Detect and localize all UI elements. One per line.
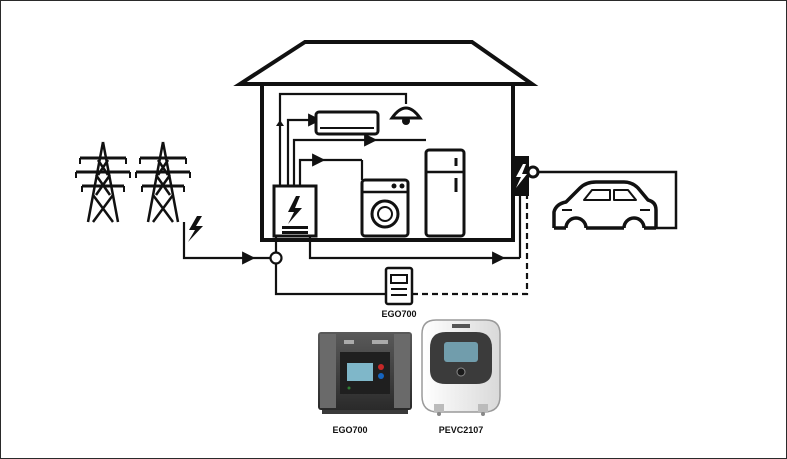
communication-dashed-line [412,196,529,296]
air-conditioner-icon [314,110,380,136]
meter-caption: EGO700 [381,309,416,319]
pevc2107-charger-photo [421,319,501,416]
refrigerator-icon [424,148,466,238]
washing-machine-icon [360,178,410,238]
transmission-tower-icon [135,141,191,223]
transmission-tower-icon [75,141,131,223]
node-to-meter-line [274,264,386,296]
charger-to-car-cable [538,170,678,230]
junction-node [269,251,283,265]
house-roof [233,40,539,86]
panel-to-charger-line [308,236,506,265]
grid-feed-line [182,222,256,265]
wall-charger-icon [513,156,540,196]
ev-car-icon [552,180,658,230]
lightning-icon [188,216,203,242]
wire-to-washer [298,153,326,186]
ego700-device-photo [318,332,412,414]
meter-icon [384,266,414,306]
wire-to-fridge [292,133,378,186]
product-left-caption: EGO700 [332,425,367,435]
wire-to-ac [286,113,322,186]
product-right-caption: PEVC2107 [439,425,484,435]
electric-panel-icon [272,184,318,238]
wire-to-lamp [278,92,408,186]
ceiling-lamp-icon [389,106,423,125]
